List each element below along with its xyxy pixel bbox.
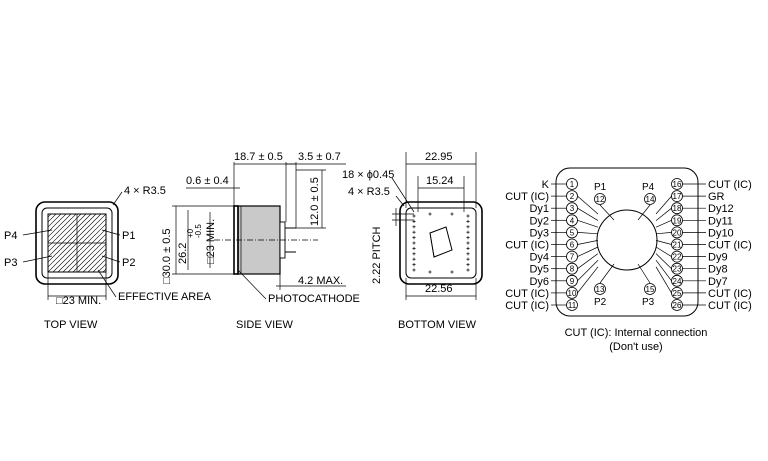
bottom-radius-label: 4 × R3.5 bbox=[348, 186, 390, 198]
inner-num-15: 15 bbox=[646, 285, 655, 294]
top-view-caption: TOP VIEW bbox=[44, 319, 98, 331]
pin-9-number: 9 bbox=[570, 277, 575, 286]
bottom-inner-dim: 15.24 bbox=[426, 175, 454, 187]
bottom-pin-marks bbox=[412, 212, 470, 274]
bottom-bottom-dim: 22.56 bbox=[425, 283, 453, 295]
pin-3-number: 3 bbox=[570, 204, 575, 213]
pinout-note-line2: (Don't use) bbox=[609, 341, 662, 353]
pin-10-number: 10 bbox=[568, 289, 577, 298]
pin-19-number: 19 bbox=[673, 216, 682, 225]
pin-19-label: Dy11 bbox=[708, 215, 733, 227]
bottom-view-caption: BOTTOM VIEW bbox=[398, 319, 477, 331]
bottom-pins-label: 18 × ϕ0.45 bbox=[342, 169, 394, 181]
side-inner-tol-up: +0 bbox=[186, 228, 195, 238]
side-pin-dim: 3.5 ± 0.7 bbox=[298, 151, 341, 163]
top-view: P4 P3 P1 P2 4 × R3.5 □23 MIN. EFFECTIVE … bbox=[4, 185, 212, 331]
pin-18-label: Dy12 bbox=[708, 203, 734, 215]
pin-2-label: CUT (IC) bbox=[505, 191, 549, 203]
pin-8-number: 8 bbox=[570, 265, 575, 274]
pin-4-number: 4 bbox=[570, 216, 575, 225]
pin-9-label: Dy6 bbox=[529, 276, 549, 288]
top-min-label: □23 MIN. bbox=[56, 295, 101, 307]
pin-26-label: CUT (IC) bbox=[708, 300, 752, 312]
inner-p4: P4 bbox=[642, 182, 655, 193]
pinout-center-circle bbox=[596, 209, 658, 271]
bottom-inner-frame bbox=[405, 207, 477, 279]
pin-11-label: CUT (IC) bbox=[505, 300, 549, 312]
pin-3-label: Dy1 bbox=[529, 203, 549, 215]
photocathode-label: PHOTOCATHODE bbox=[268, 293, 360, 305]
inner-p3: P3 bbox=[642, 297, 655, 308]
pin-1-number: 1 bbox=[570, 180, 575, 189]
top-p1-label: P1 bbox=[122, 230, 135, 242]
bottom-width-dim: 22.95 bbox=[425, 151, 453, 163]
side-inner-dim: 26.2 bbox=[177, 243, 189, 264]
pin-22-number: 22 bbox=[673, 253, 682, 262]
pin-17-label: GR bbox=[708, 191, 725, 203]
pinout-frame bbox=[555, 167, 699, 317]
pin-11-number: 11 bbox=[568, 301, 577, 310]
pin-7-number: 7 bbox=[570, 253, 575, 262]
pin-16-label: CUT (IC) bbox=[708, 179, 752, 191]
bottom-outer-body bbox=[399, 201, 483, 285]
pin-23-label: Dy8 bbox=[708, 264, 728, 276]
bottom-view: 22.95 15.24 18 × ϕ0.45 4 × R3.5 2.22 PIT… bbox=[342, 151, 483, 331]
top-p3-label: P3 bbox=[4, 257, 17, 269]
top-outer-body bbox=[35, 201, 119, 285]
pin-20-number: 20 bbox=[673, 228, 682, 237]
side-max-dim: 4.2 MAX. bbox=[298, 275, 343, 287]
pin-26-number: 26 bbox=[673, 301, 682, 310]
pin-1-label: K bbox=[542, 179, 550, 191]
pin-25-number: 25 bbox=[673, 289, 682, 298]
pin-21-number: 21 bbox=[673, 241, 682, 250]
inner-num-14: 14 bbox=[646, 195, 655, 204]
pinout-note-line1: CUT (IC): Internal connection bbox=[565, 327, 708, 339]
bottom-pitch-label: 2.22 PITCH bbox=[371, 226, 383, 284]
pin-8-label: Dy5 bbox=[529, 264, 549, 276]
pin-17-number: 17 bbox=[673, 192, 682, 201]
pin-10-label: CUT (IC) bbox=[505, 288, 549, 300]
pin-25-label: CUT (IC) bbox=[708, 288, 752, 300]
top-p4-label: P4 bbox=[4, 230, 17, 242]
side-view: 18.7 ± 0.5 3.5 ± 0.7 0.6 ± 0.4 12.0 ± 0.… bbox=[161, 151, 360, 331]
top-inner-frame bbox=[41, 207, 113, 279]
side-outer-dim: □30.0 ± 0.5 bbox=[161, 229, 173, 285]
inner-num-12: 12 bbox=[596, 195, 605, 204]
pin-7-label: Dy4 bbox=[529, 252, 549, 264]
top-radius-label: 4 × R3.5 bbox=[124, 185, 166, 197]
pin-16-number: 16 bbox=[673, 180, 682, 189]
side-window-dim: 0.6 ± 0.4 bbox=[186, 175, 229, 187]
pin-24-label: Dy7 bbox=[708, 276, 728, 288]
top-p2-label: P2 bbox=[122, 257, 135, 269]
pin-5-label: Dy3 bbox=[529, 227, 549, 239]
pin-5-number: 5 bbox=[570, 228, 575, 237]
pin-23-number: 23 bbox=[673, 265, 682, 274]
pin-21-label: CUT (IC) bbox=[708, 240, 752, 252]
pin-6-number: 6 bbox=[570, 241, 575, 250]
effective-area-label: EFFECTIVE AREA bbox=[118, 291, 212, 303]
pin-4-label: Dy2 bbox=[529, 215, 549, 227]
pin-18-number: 18 bbox=[673, 204, 682, 213]
pin-6-label: CUT (IC) bbox=[505, 240, 549, 252]
side-inner-tol-dn: -0.5 bbox=[194, 224, 203, 238]
side-pinlen-dim: 12.0 ± 0.5 bbox=[309, 177, 321, 226]
inner-p1: P1 bbox=[594, 182, 607, 193]
pin-2-number: 2 bbox=[570, 192, 575, 201]
side-length-dim: 18.7 ± 0.5 bbox=[234, 151, 283, 163]
pin-24-number: 24 bbox=[673, 277, 682, 286]
inner-num-13: 13 bbox=[596, 285, 605, 294]
side-view-caption: SIDE VIEW bbox=[236, 319, 293, 331]
pin-20-label: Dy10 bbox=[708, 227, 734, 239]
inner-p2: P2 bbox=[594, 297, 607, 308]
side-min-dim: □23 MIN. bbox=[205, 219, 217, 264]
pin-22-label: Dy9 bbox=[708, 252, 728, 264]
